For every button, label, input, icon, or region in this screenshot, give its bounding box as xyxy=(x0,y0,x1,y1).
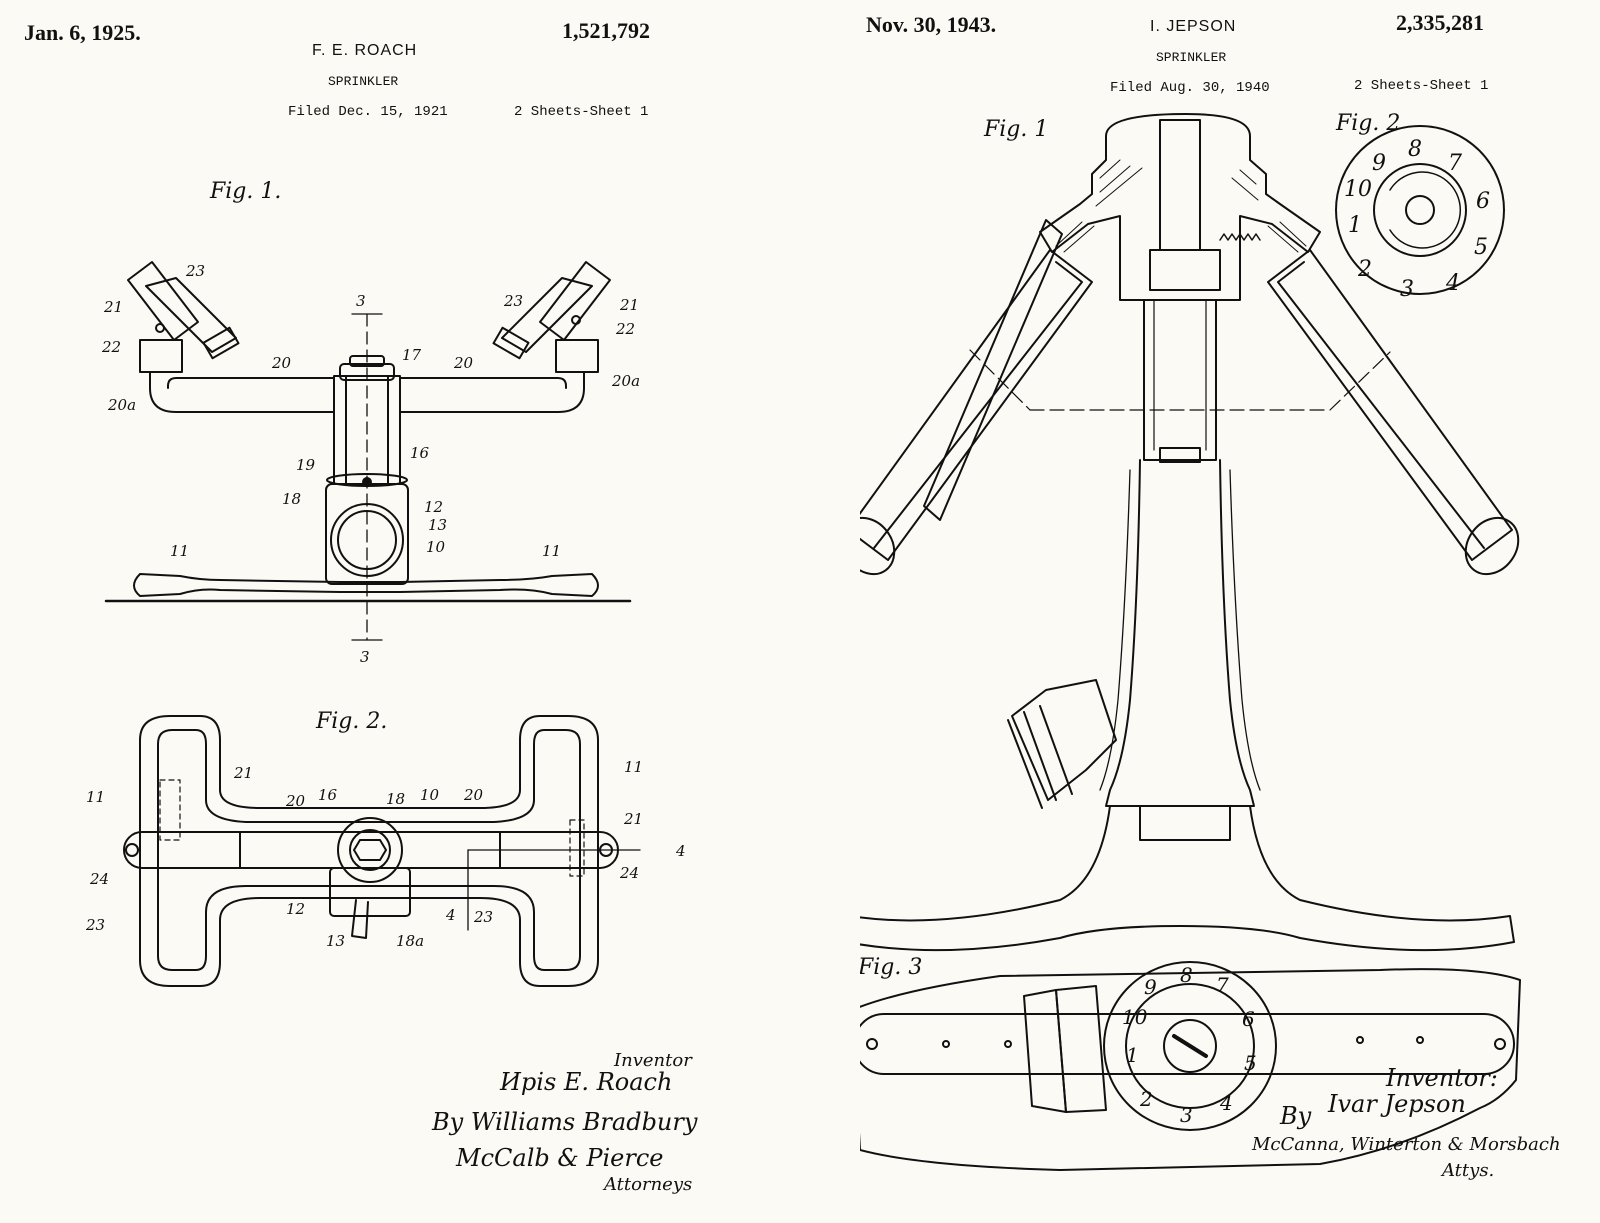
dial-number: 6 xyxy=(1476,189,1490,214)
ref-label: 23 xyxy=(473,908,493,926)
signature-heading: Inventor xyxy=(613,1050,693,1071)
dial-number: 4 xyxy=(1219,1091,1233,1115)
ref-label: 20 xyxy=(453,354,474,372)
ref-label: 13 xyxy=(326,932,345,950)
ref-label: 20 xyxy=(271,354,292,372)
patent-sheet-roach: Jan. 6, 1925. 1,521,792 F. E. ROACH SPRI… xyxy=(0,0,760,1223)
fig2-drawing xyxy=(123,715,641,987)
ref-label: 20 xyxy=(463,786,484,804)
fig1-caption: Fig. 1 xyxy=(983,117,1048,142)
signature-by: By Williams Bradbury xyxy=(431,1108,698,1136)
ref-label: 20 xyxy=(285,792,306,810)
signature-firm: McCanna, Winterton & Morsbach xyxy=(1251,1134,1561,1155)
ref-label: 11 xyxy=(170,542,189,560)
ref-label: 19 xyxy=(296,456,316,474)
fig2-caption: Fig. 2. xyxy=(315,709,387,734)
ref-label: 13 xyxy=(428,516,447,534)
signature-heading: Inventor: xyxy=(1385,1064,1498,1092)
fig1-drawing xyxy=(104,261,632,641)
ref-label: 18a xyxy=(396,932,424,950)
fig3-caption: Fig. 3 xyxy=(860,955,922,980)
dial-number: 2 xyxy=(1139,1087,1153,1111)
dial-number: 6 xyxy=(1242,1007,1255,1031)
signature-role: Attys. xyxy=(1440,1160,1494,1181)
patent-date: Nov. 30, 1943. xyxy=(866,12,997,37)
dial-number: 5 xyxy=(1244,1051,1257,1075)
signature-role: Attorneys xyxy=(602,1174,692,1195)
ref-label: 16 xyxy=(410,444,430,462)
ref-label: 24 xyxy=(89,870,109,888)
ref-label: 4 xyxy=(445,906,456,924)
ref-label: 3 xyxy=(360,648,370,666)
filed-date: Filed Aug. 30, 1940 xyxy=(1110,80,1270,96)
patent-sheet-jepson: Nov. 30, 1943. 2,335,281 I. JEPSON SPRIN… xyxy=(860,0,1600,1223)
dial-number: 9 xyxy=(1144,975,1157,999)
patent-title: SPRINKLER xyxy=(328,74,399,89)
fig2-drawing xyxy=(1335,125,1505,295)
patent-number: 2,335,281 xyxy=(1396,10,1484,35)
ref-label: 18 xyxy=(282,490,301,508)
fig1-drawing xyxy=(860,113,1520,952)
ref-label: 16 xyxy=(318,786,338,804)
fig2-caption: Fig. 2 xyxy=(1335,111,1400,136)
dial-number: 5 xyxy=(1474,235,1488,260)
ref-label: 10 xyxy=(420,786,440,804)
ref-label: 23 xyxy=(85,916,105,934)
dial-number: 8 xyxy=(1180,963,1193,987)
fig3-drawing xyxy=(860,961,1521,1171)
signature-name: Ivar Jepson xyxy=(1327,1090,1466,1118)
dial-number: 10 xyxy=(1344,177,1372,202)
ref-label: 12 xyxy=(286,900,305,918)
ref-label: 23 xyxy=(503,292,523,310)
ref-label: 12 xyxy=(424,498,443,516)
dial-number: 1 xyxy=(1348,213,1362,238)
signature-by: By xyxy=(1279,1102,1312,1130)
ref-label: 21 xyxy=(619,296,639,314)
ref-label: 20a xyxy=(107,396,136,414)
ref-label: 23 xyxy=(185,262,205,280)
fig1-caption: Fig. 1. xyxy=(209,179,281,204)
patent-date: Jan. 6, 1925. xyxy=(24,20,141,45)
dial-number: 3 xyxy=(1180,1103,1193,1127)
signature-firm: McCalb & Pierce xyxy=(455,1144,664,1172)
ref-label: 21 xyxy=(233,764,253,782)
dial-number: 2 xyxy=(1357,257,1372,282)
dial-number: 1 xyxy=(1126,1043,1139,1067)
ref-label: 21 xyxy=(623,810,643,828)
sheet-count: 2 Sheets-Sheet 1 xyxy=(514,104,649,120)
dial-number: 3 xyxy=(1400,277,1414,302)
dial-number: 10 xyxy=(1122,1005,1148,1029)
patent-title: SPRINKLER xyxy=(1156,50,1227,65)
ref-label: 10 xyxy=(426,538,446,556)
ref-label: 11 xyxy=(86,788,105,806)
roach-drawings: Fig. 1. Fig. 2. 23 21 22 20 17 3 23 21 2… xyxy=(85,179,698,1195)
ref-label: 11 xyxy=(542,542,561,560)
dial-number: 9 xyxy=(1372,151,1386,176)
dial-number: 8 xyxy=(1408,137,1422,162)
ref-label: 3 xyxy=(356,292,366,310)
ref-label: 24 xyxy=(619,864,639,882)
jepson-drawings: Fig. 1 Fig. 2 Fig. 3 1 2 3 4 5 6 7 8 9 1… xyxy=(860,111,1561,1181)
ref-label: 11 xyxy=(624,758,643,776)
inventor-name: F. E. ROACH xyxy=(312,42,418,59)
ref-label: 17 xyxy=(402,346,422,364)
dial-number: 7 xyxy=(1216,973,1229,997)
dial-number: 4 xyxy=(1445,271,1460,296)
filed-date: Filed Dec. 15, 1921 xyxy=(288,104,448,120)
patent-number: 1,521,792 xyxy=(562,18,650,43)
ref-label: 18 xyxy=(386,790,405,808)
inventor-name: I. JEPSON xyxy=(1150,18,1237,35)
ref-label: 20a xyxy=(611,372,640,390)
ref-label: 4 xyxy=(675,842,686,860)
ref-label: 21 xyxy=(103,298,123,316)
dial-number: 7 xyxy=(1448,151,1462,176)
ref-label: 22 xyxy=(101,338,121,356)
sheet-count: 2 Sheets-Sheet 1 xyxy=(1354,78,1489,94)
ref-label: 22 xyxy=(615,320,635,338)
signature-name: Ирis E. Roach xyxy=(499,1068,672,1096)
